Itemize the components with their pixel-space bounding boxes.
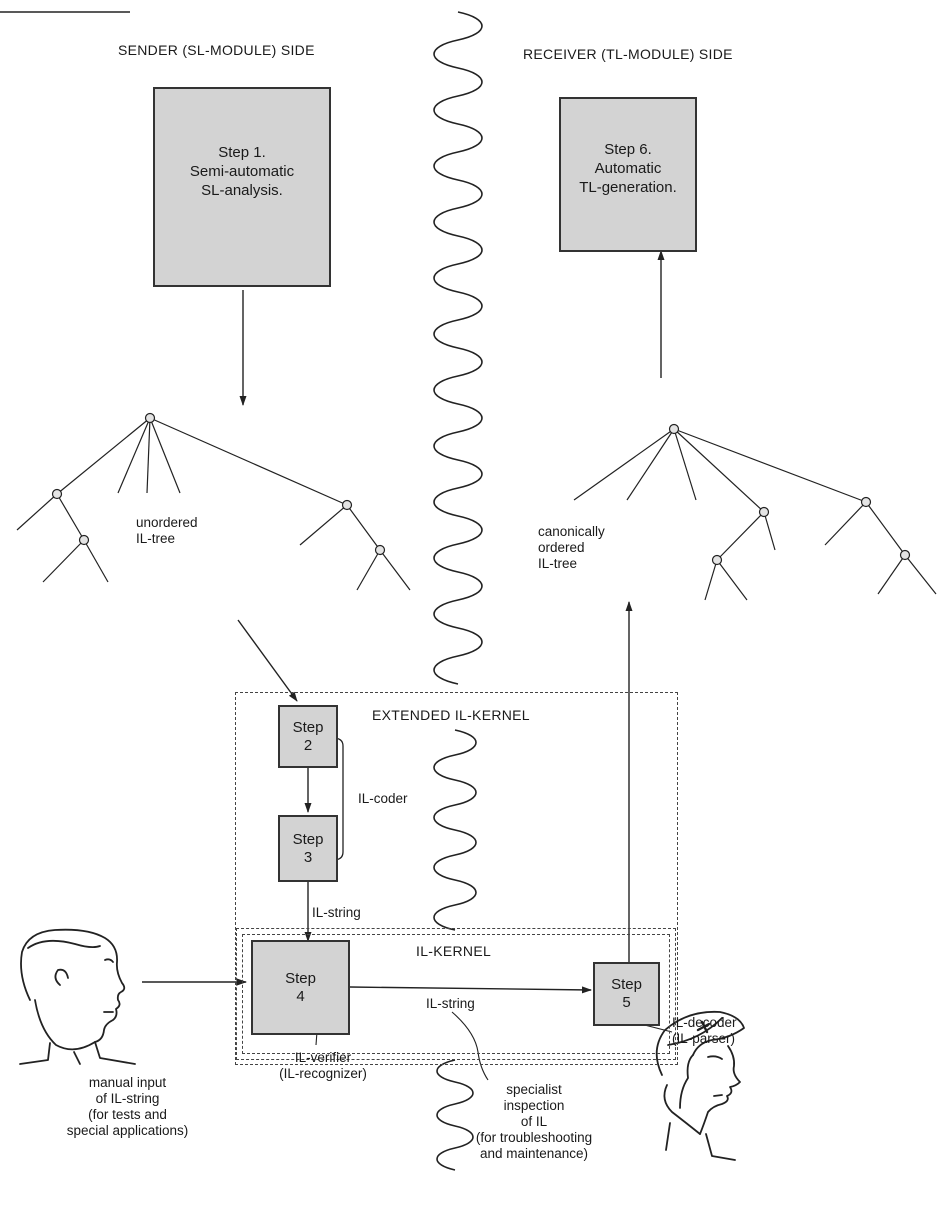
arrow-tree-to-step2: [238, 620, 297, 701]
step1-line2: Semi-automatic: [190, 163, 294, 182]
step6-box: Step 6. Automatic TL-generation.: [559, 97, 697, 252]
il-kernel-label: IL-KERNEL: [416, 943, 491, 960]
il-string-label-1: IL-string: [312, 905, 361, 921]
step1-box: Step 1. Semi-automatic SL-analysis.: [153, 87, 331, 287]
step1-title: Step 1.: [190, 144, 294, 163]
step6-line3: TL-generation.: [579, 179, 677, 198]
unordered-il-tree: [17, 414, 410, 591]
il-coder-label: IL-coder: [358, 791, 408, 807]
manual-input-label: manual input of IL-string (for tests and…: [40, 1075, 215, 1139]
ordered-tree-label: canonically ordered IL-tree: [538, 524, 605, 572]
il-verifier-label: IL-verifier (IL-recognizer): [268, 1050, 378, 1082]
step6-line2: Automatic: [579, 160, 677, 179]
wavy-divider-top: [434, 12, 482, 684]
il-decoder-label: IL-decoder (IL-parser): [672, 1015, 737, 1047]
il-string-label-2: IL-string: [426, 996, 475, 1012]
canonically-ordered-il-tree: [574, 425, 936, 601]
sender-side-header: SENDER (SL-MODULE) SIDE: [118, 42, 315, 59]
specialist-inspection-label: specialist inspection of IL (for trouble…: [450, 1082, 618, 1162]
step1-line3: SL-analysis.: [190, 182, 294, 201]
unordered-tree-label: unordered IL-tree: [136, 515, 198, 547]
receiver-side-header: RECEIVER (TL-MODULE) SIDE: [523, 46, 733, 63]
man-face-profile-icon: [20, 930, 135, 1064]
step6-title: Step 6.: [579, 141, 677, 160]
extended-il-kernel-label: EXTENDED IL-KERNEL: [372, 707, 530, 724]
